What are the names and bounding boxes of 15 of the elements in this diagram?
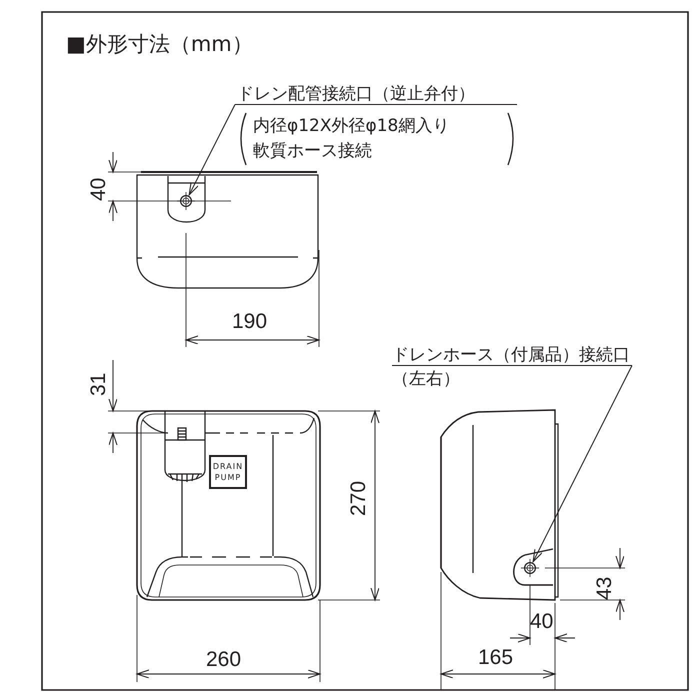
dimension-value: 165 — [478, 647, 514, 669]
dimension-value: 43 — [594, 576, 616, 600]
dimension-value: 40 — [88, 178, 110, 201]
dimension-value: 190 — [232, 311, 268, 333]
dimension-value: 270 — [348, 480, 370, 516]
callout-text: 内径φ12X外径φ18網入り軟質ホース接続 — [253, 115, 450, 163]
leader-line — [392, 365, 632, 562]
callout-text: ドレンホース（付属品）接続口（左右） — [392, 344, 631, 391]
dimension-value: 31 — [88, 372, 110, 396]
title: ■外形寸法（mm） — [66, 31, 253, 58]
dimension-value: 260 — [206, 649, 242, 671]
label-plate: DRAIN PUMP — [209, 455, 247, 489]
leader-line — [188, 104, 518, 196]
dimension-value: 40 — [530, 611, 554, 633]
callout-heading: ドレン配管接続口（逆止弁付） — [237, 83, 475, 106]
